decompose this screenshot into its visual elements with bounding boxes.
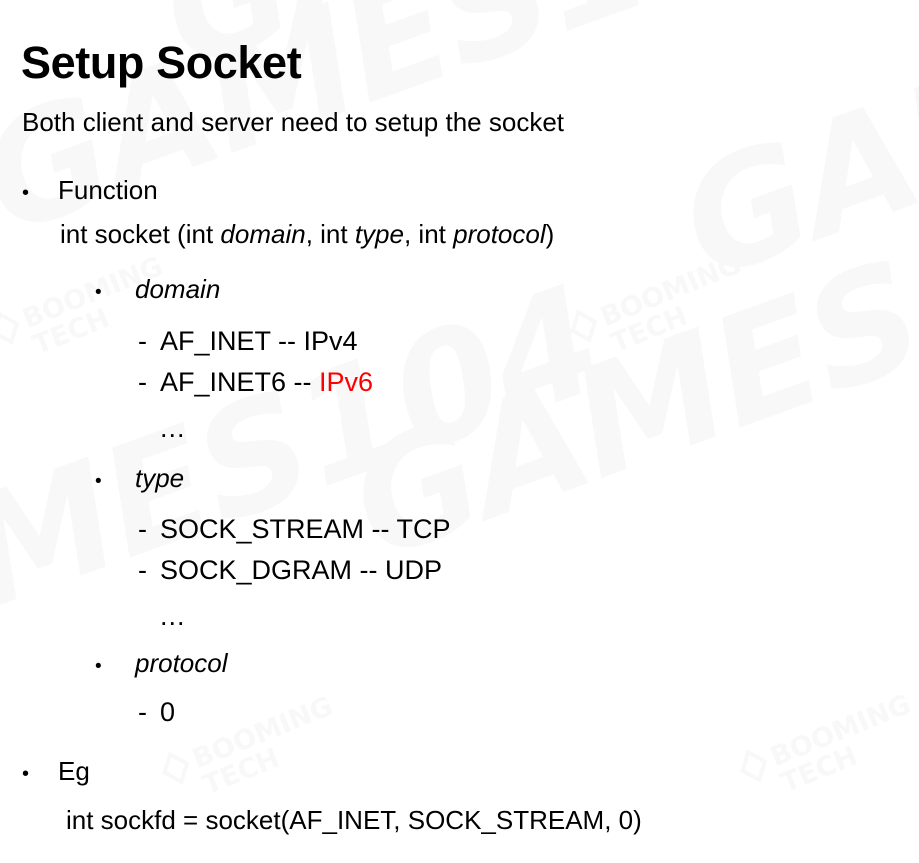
watermark-diamond-icon [0, 311, 20, 346]
watermark-company-line1: BOOMING [596, 248, 746, 334]
dash-icon: - [138, 326, 147, 356]
watermark-diamond-icon [570, 309, 598, 344]
function-signature: int socket (int domain, int type, int pr… [60, 219, 555, 250]
bullet-example: • Eg [22, 756, 90, 787]
page-title: Setup Socket [21, 37, 302, 89]
watermark-company-line2: TECH [776, 740, 862, 799]
value-text: 0 [160, 697, 176, 727]
signature-param-protocol: protocol [453, 219, 546, 249]
watermark-diamond-icon [740, 749, 768, 784]
param-domain-value-0: -AF_INET -- IPv4 [138, 326, 358, 357]
value-text: IPv4 [303, 326, 358, 356]
signature-separator: , int [305, 219, 355, 249]
watermark-company-line2: TECH [28, 302, 114, 361]
param-type-value-0: -SOCK_STREAM -- TCP [138, 514, 451, 545]
value-prefix: AF_INET -- [160, 326, 304, 356]
bullet-icon: • [22, 182, 30, 204]
value-text: TCP [396, 514, 451, 544]
param-domain: • domain [95, 274, 221, 305]
value-prefix: AF_INET6 -- [160, 367, 320, 397]
bullet-icon: • [95, 656, 102, 677]
signature-param-type: type [354, 219, 404, 249]
bullet-function: • Function [22, 175, 158, 206]
bullet-example-label: Eg [58, 756, 90, 786]
bullet-icon: • [22, 763, 30, 785]
dash-icon: - [138, 555, 147, 585]
value-prefix: SOCK_DGRAM -- [160, 555, 386, 585]
param-type-more: ... [160, 601, 186, 631]
example-code: int sockfd = socket(AF_INET, SOCK_STREAM… [66, 805, 642, 835]
bullet-function-label: Function [58, 175, 158, 205]
bullet-icon: • [95, 282, 102, 303]
watermark-company-line2: TECH [606, 300, 692, 359]
watermark-diamond-icon [162, 751, 190, 786]
dash-icon: - [138, 367, 147, 397]
dash-icon: - [138, 697, 147, 727]
param-protocol: • protocol [95, 648, 228, 679]
watermark-company-line1: BOOMING [766, 688, 916, 774]
dash-icon: - [138, 514, 147, 544]
value-text: UDP [385, 555, 443, 585]
signature-separator: , int [403, 219, 454, 249]
watermark-company-line1: BOOMING [188, 690, 338, 776]
value-prefix: SOCK_STREAM -- [160, 514, 397, 544]
watermark-brand: GAMES104 [660, 0, 919, 314]
param-domain-value-1: -AF_INET6 -- IPv6 [138, 367, 373, 398]
param-protocol-value-0: -0 [138, 697, 175, 728]
lead-paragraph: Both client and server need to setup the… [22, 107, 565, 137]
param-protocol-label: protocol [135, 648, 228, 678]
param-domain-more: ... [160, 413, 186, 443]
param-type: • type [95, 463, 185, 494]
watermark-brand: GAMES104 [0, 253, 622, 724]
param-type-value-1: -SOCK_DGRAM -- UDP [138, 555, 442, 586]
bullet-icon: • [95, 471, 102, 492]
signature-prefix: int socket (int [60, 219, 221, 249]
watermark-company-line2: TECH [198, 742, 284, 801]
signature-param-domain: domain [220, 219, 306, 249]
param-type-label: type [135, 463, 185, 493]
signature-suffix: ) [545, 219, 555, 249]
value-text-highlighted: IPv6 [319, 367, 374, 397]
param-domain-label: domain [135, 274, 221, 304]
